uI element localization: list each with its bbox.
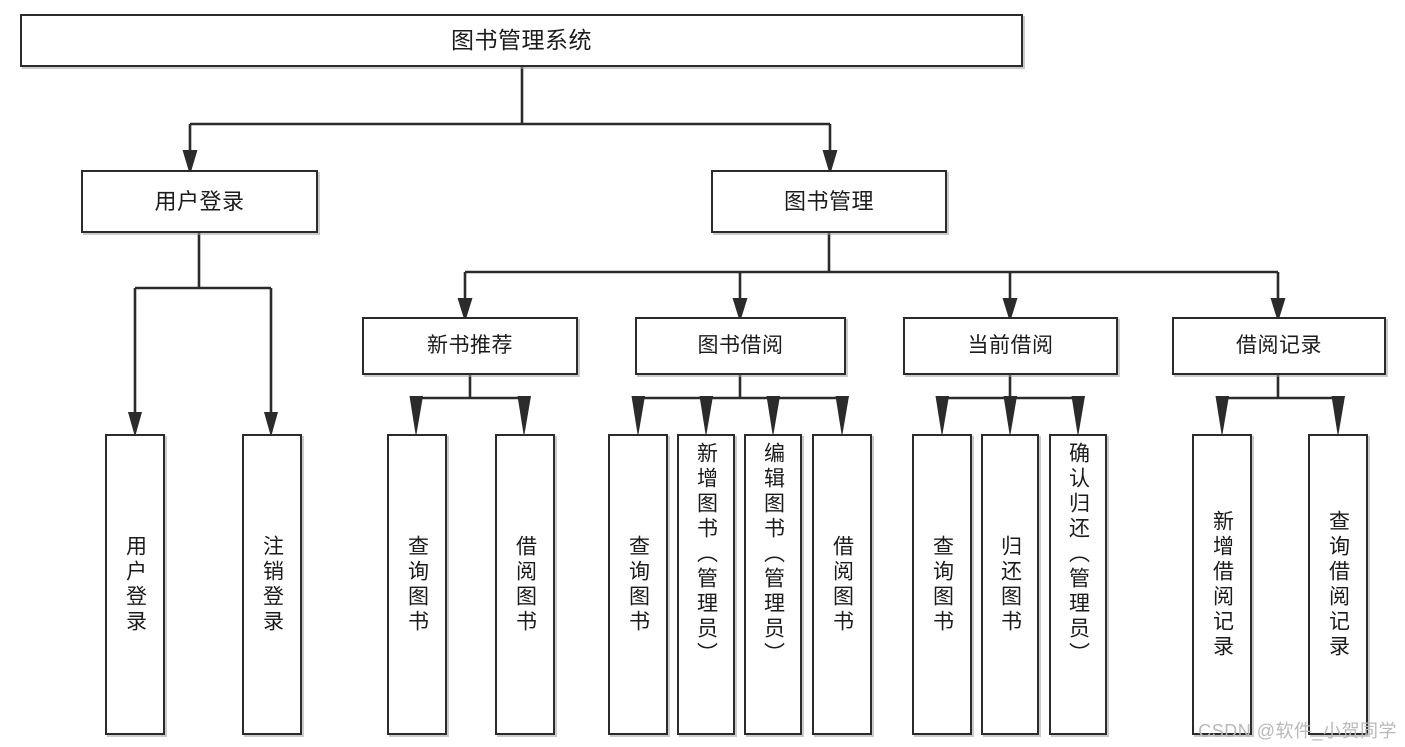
- arrow-to-leaf-query-book-3: [935, 396, 949, 437]
- node-new-book-recommend[interactable]: 新书推荐: [362, 317, 578, 375]
- arrowhead-group: [128, 150, 1345, 437]
- node-user-login[interactable]: 用户登录: [81, 170, 318, 233]
- node-book-management[interactable]: 图书管理: [711, 170, 947, 233]
- arrow-to-leaf-query-book-1: [409, 396, 423, 437]
- node-leaf-query-record[interactable]: 查询借阅记录: [1308, 434, 1368, 735]
- node-label: 当前借阅: [967, 333, 1054, 357]
- node-label: 查询图书: [930, 534, 954, 635]
- arrow-to-leaf-user-login: [128, 412, 142, 437]
- node-label: 借阅记录: [1236, 333, 1322, 357]
- arrow-to-leaf-borrow-book-1: [517, 396, 531, 437]
- node-leaf-borrow-book-1[interactable]: 借阅图书: [495, 434, 555, 735]
- arrow-to-leaf-query-record: [1331, 396, 1345, 437]
- arrow-to-leaf-return-book: [1003, 396, 1017, 437]
- arrow-to-book-management: [822, 150, 838, 175]
- arrow-to-leaf-query-book-2: [631, 396, 645, 437]
- arrow-to-book-borrow: [732, 298, 748, 322]
- arrow-to-leaf-confirm-return: [1071, 396, 1085, 437]
- node-leaf-query-book-1[interactable]: 查询图书: [387, 434, 447, 735]
- node-label: 确认归还（管理员）: [1066, 442, 1090, 667]
- node-book-borrow[interactable]: 图书借阅: [635, 317, 846, 375]
- node-label: 查询图书: [405, 534, 429, 635]
- arrow-to-leaf-user-logout: [264, 412, 278, 437]
- node-leaf-return-book[interactable]: 归还图书: [981, 434, 1039, 735]
- arrow-to-leaf-add-book: [699, 396, 713, 437]
- node-label: 图书借阅: [697, 333, 784, 357]
- node-leaf-borrow-book-2[interactable]: 借阅图书: [812, 434, 872, 735]
- node-leaf-query-book-2[interactable]: 查询图书: [608, 434, 668, 735]
- node-label: 用户登录: [154, 188, 245, 214]
- node-leaf-query-book-3[interactable]: 查询图书: [912, 434, 972, 735]
- arrow-to-new-book-recommend: [457, 298, 473, 322]
- node-label: 图书管理系统: [451, 26, 592, 53]
- arrow-to-leaf-add-record: [1215, 396, 1229, 437]
- node-label: 借阅图书: [513, 534, 537, 635]
- node-label: 编辑图书（管理员）: [761, 442, 785, 667]
- arrow-to-leaf-edit-book: [766, 396, 780, 437]
- node-leaf-add-book[interactable]: 新增图书（管理员）: [677, 434, 735, 735]
- node-label: 注销登录: [260, 534, 284, 635]
- arrow-to-user-login: [182, 150, 198, 175]
- node-leaf-confirm-return[interactable]: 确认归还（管理员）: [1049, 434, 1107, 735]
- node-label: 用户登录: [123, 534, 147, 635]
- node-label: 图书管理: [783, 188, 874, 214]
- node-label: 查询图书: [626, 534, 650, 635]
- node-book-management-system[interactable]: 图书管理系统: [20, 14, 1023, 67]
- node-label: 借阅图书: [830, 534, 854, 635]
- arrow-to-current-borrow: [1002, 298, 1018, 322]
- node-leaf-add-record[interactable]: 新增借阅记录: [1192, 434, 1252, 735]
- node-leaf-user-logout[interactable]: 注销登录: [242, 434, 302, 735]
- node-leaf-edit-book[interactable]: 编辑图书（管理员）: [744, 434, 802, 735]
- node-label: 新书推荐: [427, 333, 513, 357]
- arrow-to-borrow-record: [1270, 298, 1286, 322]
- arrow-to-leaf-borrow-book-2: [835, 396, 849, 437]
- node-label: 新增借阅记录: [1210, 509, 1234, 660]
- node-label: 归还图书: [998, 534, 1022, 635]
- node-borrow-record[interactable]: 借阅记录: [1172, 317, 1386, 375]
- node-leaf-user-login[interactable]: 用户登录: [105, 434, 165, 735]
- node-label: 查询借阅记录: [1326, 509, 1350, 660]
- node-current-borrow[interactable]: 当前借阅: [903, 317, 1118, 375]
- node-label: 新增图书（管理员）: [694, 442, 718, 667]
